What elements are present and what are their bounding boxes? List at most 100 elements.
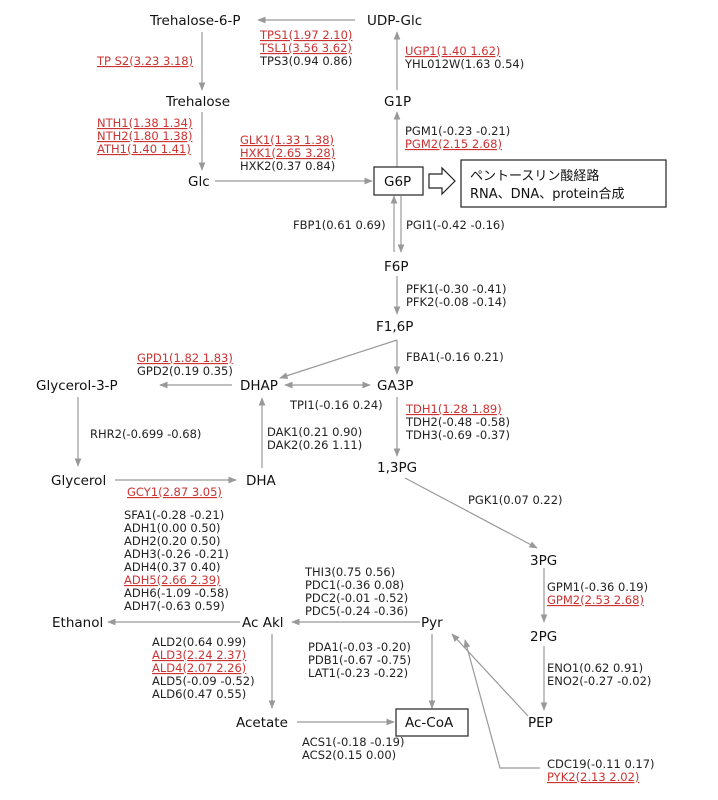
enzyme-label-adh-5: ADH5(2.66 2.39) xyxy=(124,573,221,587)
enzyme-label-adh-3: ADH3(-0.26 -0.21) xyxy=(124,547,229,561)
enzyme-label-adh-6: ADH6(-1.09 -0.58) xyxy=(124,586,229,600)
ppp-hollow-arrow xyxy=(428,166,456,196)
ppp-box-line2: RNA、DNA、protein合成 xyxy=(470,187,625,202)
enzyme-label-tdh-2: TDH3(-0.69 -0.37) xyxy=(405,428,510,442)
metabolite-dha: DHA xyxy=(246,473,277,489)
metabolite-trehalose-6-p: Trehalose-6-P xyxy=(149,13,240,29)
metabolite-acetate: Acetate xyxy=(236,715,288,731)
metabolite-ac-akl: Ac Akl xyxy=(242,615,284,631)
enzyme-label-nth-1: NTH2(1.80 1.38) xyxy=(97,129,192,143)
enzyme-group-nth: NTH1(1.38 1.34)NTH2(1.80 1.38)ATH1(1.40 … xyxy=(97,116,192,156)
enzyme-label-tps-0: TPS1(1.97 2.10) xyxy=(259,28,352,42)
reaction-arrows xyxy=(74,16,548,769)
enzyme-label-ald-1: ALD3(2.24 2.37) xyxy=(152,648,246,662)
enzyme-group-gpd: GPD1(1.82 1.83)GPD2(0.19 0.35) xyxy=(137,351,233,378)
enzyme-group-tps2: TP S2(3.23 3.18) xyxy=(96,54,193,68)
enzyme-group-pfk: PFK1(-0.30 -0.41)PFK2(-0.08 -0.14) xyxy=(406,282,507,309)
enzyme-group-tps: TPS1(1.97 2.10)TSL1(3.56 3.62)TPS3(0.94 … xyxy=(259,28,352,68)
enzyme-label-adh-0: SFA1(-0.28 -0.21) xyxy=(124,508,224,522)
enzyme-label-pfk-1: PFK2(-0.08 -0.14) xyxy=(406,295,507,309)
metabolite-glycerol-3-p: Glycerol-3-P xyxy=(36,378,118,394)
enzyme-label-dak-1: DAK2(0.26 1.11) xyxy=(267,438,362,452)
enzyme-label-tdh-0: TDH1(1.28 1.89) xyxy=(405,402,502,416)
metabolite-ethanol: Ethanol xyxy=(52,615,103,631)
enzyme-label-pgm-0: PGM1(-0.23 -0.21) xyxy=(405,124,510,138)
enzyme-group-adh: SFA1(-0.28 -0.21)ADH1(0.00 0.50)ADH2(0.2… xyxy=(124,508,229,613)
g6p-box xyxy=(373,166,424,196)
metabolite-dhap: DHAP xyxy=(240,378,278,394)
enzyme-group-pgm: PGM1(-0.23 -0.21)PGM2(2.15 2.68) xyxy=(405,124,510,151)
enzyme-label-ugp-1: YHL012W(1.63 0.54) xyxy=(404,57,524,71)
enzyme-group-ald: ALD2(0.64 0.99)ALD3(2.24 2.37)ALD4(2.07 … xyxy=(152,635,255,701)
enzyme-group-acs: ACS1(-0.18 -0.19)ACS2(0.15 0.00) xyxy=(302,735,404,762)
enzyme-label-gpm-1: GPM2(2.53 2.68) xyxy=(547,593,644,607)
enzyme-label-acs-0: ACS1(-0.18 -0.19) xyxy=(302,735,404,749)
metabolite-g6p: G6P xyxy=(384,174,411,190)
metabolite-3pg: 3PG xyxy=(530,553,557,569)
metabolite-pep: PEP xyxy=(528,715,553,731)
enzyme-label-gpd-1: GPD2(0.19 0.35) xyxy=(137,364,233,378)
arrow-pep-pyr xyxy=(451,633,529,717)
enzyme-group-hxk: GLK1(1.33 1.38)HXK1(2.65 3.28)HXK2(0.37 … xyxy=(240,133,335,173)
arrow-f16p-dhap xyxy=(279,339,398,379)
enzyme-label-ald-3: ALD5(-0.09 -0.52) xyxy=(152,674,255,688)
enzyme-label-tps-2: TPS3(0.94 0.86) xyxy=(259,54,352,68)
enzyme-label-pyk-1: PYK2(2.13 2.02) xyxy=(547,770,639,784)
enzyme-group-rhr: RHR2(-0.699 -0.68) xyxy=(90,427,201,441)
metabolite-2pg: 2PG xyxy=(530,629,557,645)
enzyme-label-pdc-3: PDC5(-0.24 -0.36) xyxy=(305,604,408,618)
enzyme-label-fba-0: FBA1(-0.16 0.21) xyxy=(406,350,504,364)
metabolite-glc: Glc xyxy=(188,174,210,190)
enzyme-label-pfk-0: PFK1(-0.30 -0.41) xyxy=(406,282,507,296)
enzyme-group-gcy: GCY1(2.87 3.05) xyxy=(127,485,222,499)
enzyme-label-pdc-0: THI3(0.75 0.56) xyxy=(304,565,395,579)
enzyme-label-adh-1: ADH1(0.00 0.50) xyxy=(124,521,221,535)
enzyme-label-fbp-0: FBP1(0.61 0.69) xyxy=(293,218,386,232)
enzyme-label-tps-1: TSL1(3.56 3.62) xyxy=(259,41,352,55)
enzyme-label-adh-7: ADH7(-0.63 0.59) xyxy=(124,599,225,613)
enzyme-label-rhr-0: RHR2(-0.699 -0.68) xyxy=(90,427,201,441)
enzyme-label-nth-0: NTH1(1.38 1.34) xyxy=(97,116,192,130)
enzyme-label-pda-2: LAT1(-0.23 -0.22) xyxy=(308,666,408,680)
enzyme-label-adh-2: ADH2(0.20 0.50) xyxy=(124,534,221,548)
ppp-box-line1: ペントースリン酸経路 xyxy=(470,168,599,184)
enzyme-label-tdh-1: TDH2(-0.48 -0.58) xyxy=(405,415,510,429)
enzyme-label-pda-0: PDA1(-0.03 -0.20) xyxy=(308,640,411,654)
enzyme-group-dak: DAK1(0.21 0.90)DAK2(0.26 1.11) xyxy=(267,425,362,452)
metabolite-13pg: 1,3PG xyxy=(377,460,417,476)
enzyme-group-gpm: GPM1(-0.36 0.19)GPM2(2.53 2.68) xyxy=(547,580,648,607)
metabolite-f6p: F6P xyxy=(384,259,409,275)
enzyme-label-gpm-0: GPM1(-0.36 0.19) xyxy=(547,580,648,594)
enzyme-label-ugp-0: UGP1(1.40 1.62) xyxy=(405,44,500,58)
enzyme-label-pyk-0: CDC19(-0.11 0.17) xyxy=(547,757,655,771)
enzyme-label-tps2-0: TP S2(3.23 3.18) xyxy=(96,54,193,68)
enzyme-label-ald-2: ALD4(2.07 2.26) xyxy=(152,661,246,675)
enzyme-group-pgi: PGI1(-0.42 -0.16) xyxy=(406,218,505,232)
enzyme-label-pdc-2: PDC2(-0.01 -0.52) xyxy=(305,591,408,605)
enzyme-group-tdh: TDH1(1.28 1.89)TDH2(-0.48 -0.58)TDH3(-0.… xyxy=(405,402,510,442)
enzyme-label-acs-1: ACS2(0.15 0.00) xyxy=(302,748,396,762)
metabolite-f16p: F1,6P xyxy=(376,319,413,335)
metabolite-g1p: G1P xyxy=(384,94,411,110)
enzyme-label-pgm-1: PGM2(2.15 2.68) xyxy=(405,137,502,151)
enzyme-label-hxk-0: GLK1(1.33 1.38) xyxy=(240,133,334,147)
enzyme-label-pdc-1: PDC1(-0.36 0.08) xyxy=(305,578,404,592)
enzyme-group-ugp: UGP1(1.40 1.62)YHL012W(1.63 0.54) xyxy=(404,44,524,71)
enzyme-label-eno-0: ENO1(0.62 0.91) xyxy=(547,661,643,675)
metabolite-ga3p: GA3P xyxy=(377,378,413,394)
metabolite-pyr: Pyr xyxy=(421,615,443,631)
metabolites: Trehalose-6-P UDP-Glc Trehalose G1P Glc … xyxy=(36,13,625,731)
enzyme-label-hxk-1: HXK1(2.65 3.28) xyxy=(240,146,335,160)
enzyme-label-tpi-0: TPI1(-0.16 0.24) xyxy=(289,398,383,412)
enzyme-label-ald-4: ALD6(0.47 0.55) xyxy=(152,687,246,701)
enzyme-group-pdc: THI3(0.75 0.56)PDC1(-0.36 0.08)PDC2(-0.0… xyxy=(304,565,408,618)
metabolite-ac-coa: Ac-CoA xyxy=(405,715,454,731)
arrow-pep-pyr-pyk xyxy=(463,639,540,769)
enzyme-label-dak-0: DAK1(0.21 0.90) xyxy=(267,425,362,439)
enzyme-label-nth-2: ATH1(1.40 1.41) xyxy=(97,142,191,156)
acoa-box xyxy=(395,708,469,737)
enzyme-group-eno: ENO1(0.62 0.91)ENO2(-0.27 -0.02) xyxy=(547,661,651,688)
metabolite-glycerol: Glycerol xyxy=(51,473,106,489)
enzyme-label-pda-1: PDB1(-0.67 -0.75) xyxy=(308,653,411,667)
